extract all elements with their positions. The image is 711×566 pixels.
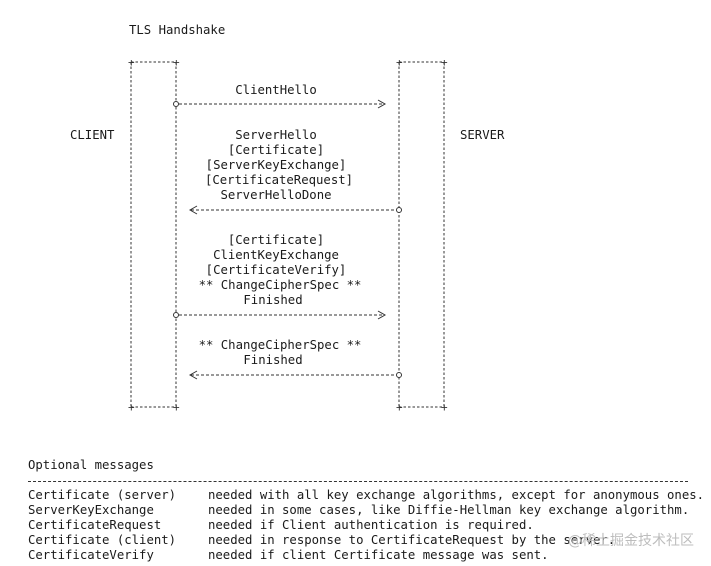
message-server-certificate: [Certificate] — [227, 143, 325, 157]
server-box-corner-br: + — [441, 401, 448, 414]
optional-messages-heading: Optional messages — [28, 458, 154, 472]
message-client-key-exchange: ClientKeyExchange — [213, 248, 339, 262]
message-client-change-cipher-spec: ** ChangeCipherSpec ** — [198, 278, 362, 292]
optional-row-desc: needed if client Certificate message was… — [208, 548, 549, 562]
message-certificate-verify: [CertificateVerify] — [205, 263, 347, 277]
client-box-corner-bl: + — [128, 401, 135, 414]
handshake-diagram: + + + + + + + + — [128, 56, 448, 414]
client-box-corner-br: + — [173, 401, 180, 414]
message-server-key-exchange: [ServerKeyExchange] — [205, 158, 347, 172]
optional-row-desc: needed with all key exchange algorithms,… — [208, 488, 705, 502]
optional-row-desc: needed in response to CertificateRequest… — [208, 533, 616, 547]
message-server-change-cipher-spec: ** ChangeCipherSpec ** — [198, 338, 362, 352]
client-box-corner-tr: + — [173, 56, 180, 69]
message-certificate-request: [CertificateRequest] — [204, 173, 354, 187]
optional-row-name: CertificateVerify — [28, 548, 154, 562]
optional-row-desc: needed if Client authentication is requi… — [208, 518, 534, 532]
arrow-server-hello-done — [188, 205, 402, 215]
message-client-certificate: [Certificate] — [227, 233, 325, 247]
optional-messages-divider — [28, 481, 688, 482]
message-client-hello: ClientHello — [235, 83, 317, 97]
message-server-hello: ServerHello — [235, 128, 317, 142]
server-box-corner-tl: + — [396, 56, 403, 69]
server-box-corner-bl: + — [396, 401, 403, 414]
message-server-hello-done: ServerHelloDone — [220, 188, 332, 202]
arrow-client-hello — [173, 99, 387, 109]
optional-row-name: CertificateRequest — [28, 518, 162, 532]
watermark-text: @稀土掘金技术社区 — [568, 533, 694, 549]
diagram-title: TLS Handshake — [129, 23, 226, 37]
client-box-corner-tl: + — [128, 56, 135, 69]
client-label: CLIENT — [70, 128, 115, 142]
arrow-client-finished — [173, 310, 387, 320]
server-box-corner-tr: + — [441, 56, 448, 69]
arrow-server-finished — [188, 370, 402, 380]
server-label: SERVER — [460, 128, 505, 142]
optional-row-name: ServerKeyExchange — [28, 503, 154, 517]
message-client-finished: Finished — [243, 293, 303, 307]
optional-row-name: Certificate (server) — [28, 488, 177, 502]
optional-row-name: Certificate (client) — [28, 533, 177, 547]
optional-row-desc: needed in some cases, like Diffie-Hellma… — [208, 503, 690, 517]
message-server-finished: Finished — [243, 353, 303, 367]
